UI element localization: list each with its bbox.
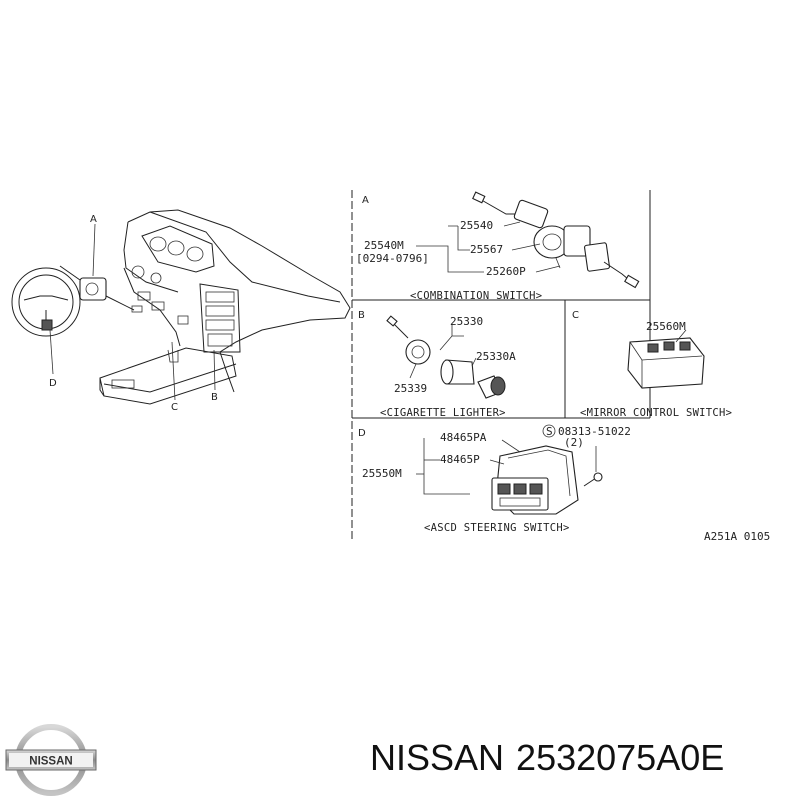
part-25567: 25567 (470, 243, 503, 256)
part-date-range: [0294-0796] (356, 252, 429, 265)
section-b-cigarette-lighter: B 25330 25330A 25339 <CIGARETTE LIGHTER> (358, 310, 516, 419)
dashboard-overview: A D C B (11, 209, 351, 413)
callout-a: A (90, 214, 97, 225)
nissan-logo: NISSAN (5, 724, 97, 796)
part-48465pa: 48465PA (440, 431, 487, 444)
brand-name: NISSAN (370, 737, 505, 778)
part-25330a: 25330A (476, 350, 516, 363)
part-25540: 25540 (460, 219, 493, 232)
screw-symbol: S (546, 425, 553, 438)
section-a-letter: A (362, 195, 369, 206)
part-25260p: 25260P (486, 265, 526, 278)
section-c-mirror-switch: C 25560M <MIRROR CONTROL SWITCH> (572, 310, 732, 419)
caption-ascd-steering-switch: <ASCD STEERING SWITCH> (424, 522, 570, 534)
logo-text: NISSAN (29, 756, 72, 768)
part-qty: (2) (564, 436, 584, 449)
part-48465p: 48465P (440, 453, 480, 466)
part-25550m: 25550M (362, 467, 402, 480)
drawing-code: A251A 0105 (704, 530, 770, 543)
part-title: NISSAN 2532075A0E (370, 733, 790, 783)
callout-b: B (211, 392, 218, 403)
section-b-letter: B (358, 310, 365, 321)
caption-cigarette-lighter: <CIGARETTE LIGHTER> (380, 407, 506, 419)
part-25540m: 25540M (364, 239, 404, 252)
part-25330: 25330 (450, 315, 483, 328)
section-a-combination-switch: A 25540 25540M [0294-0796] 25567 25260P … (356, 191, 640, 302)
part-25560m: 25560M (646, 320, 686, 333)
caption-combination-switch: <COMBINATION SWITCH> (410, 290, 542, 302)
callout-c: C (171, 402, 178, 413)
callout-d: D (49, 378, 57, 389)
caption-mirror-control-switch: <MIRROR CONTROL SWITCH> (580, 407, 732, 419)
section-d-letter: D (358, 428, 366, 439)
section-d-ascd-switch: D S 48465PA 48465P 25550M 08313-51022 (2… (358, 424, 631, 534)
section-c-letter: C (572, 310, 579, 321)
part-25339: 25339 (394, 382, 427, 395)
part-number: 2532075A0E (516, 737, 725, 778)
part-08313-51022: 08313-51022 (558, 425, 631, 438)
